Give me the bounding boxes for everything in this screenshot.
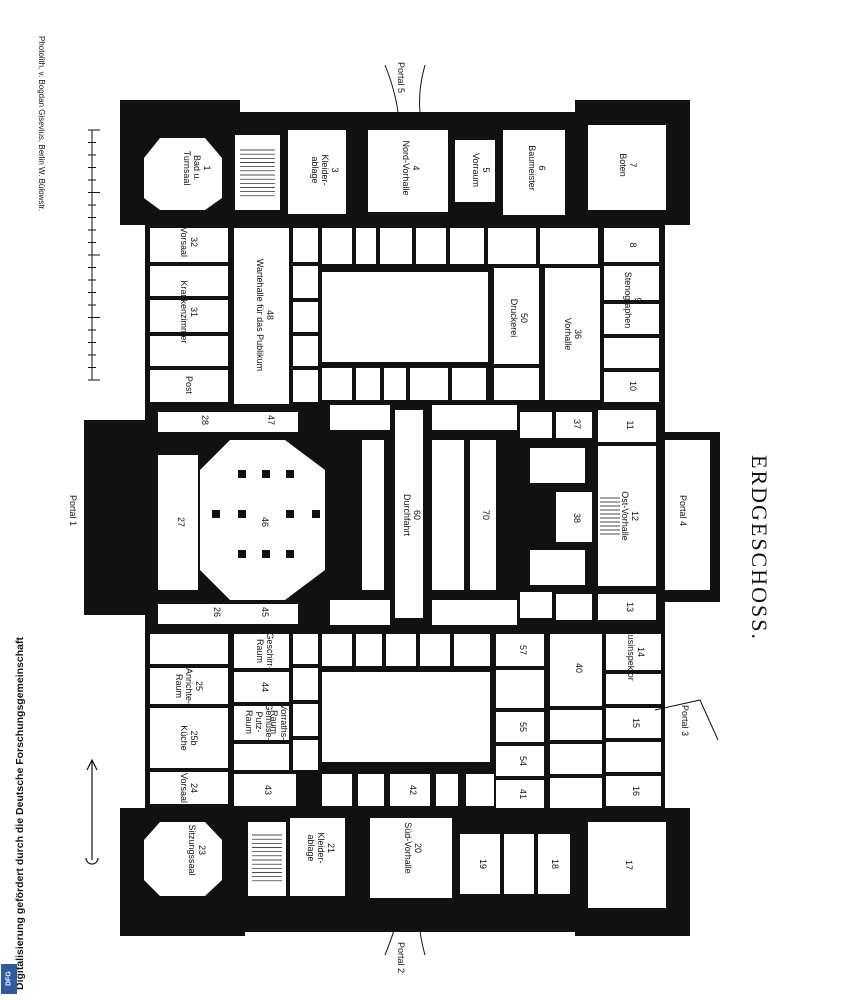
- room-19-label: 19: [478, 859, 488, 869]
- sheet-title: ERDGESCHOSS.: [747, 455, 772, 641]
- digitization-note: Digitalisierung gefördert durch die Deut…: [14, 637, 26, 990]
- room-42-label: 42: [408, 785, 418, 795]
- room-31-label: 31Krankenzimmer: [179, 280, 199, 343]
- room-26-label: 26: [212, 607, 222, 617]
- portal-2-label: Portal 2: [396, 942, 406, 973]
- vorraete-label: Vorraths-Raum: [269, 704, 289, 741]
- room-17-label: 17: [624, 860, 634, 870]
- scale-bar: [88, 129, 100, 381]
- room-47-label: 47: [266, 415, 276, 425]
- room-5-label: 5Vorraum: [471, 153, 491, 187]
- stairs: [240, 149, 620, 882]
- portal-4-label: Portal 4: [678, 495, 688, 526]
- room-9-label: 9Stenographen: [623, 272, 643, 329]
- room-36-label: 36Vorhalle: [563, 318, 583, 351]
- scale-ticks: [88, 129, 100, 381]
- room-14-label: 14Hausinspektor: [626, 623, 646, 681]
- room-38-label: 38: [572, 513, 582, 523]
- room-3-label: 3Kleider-ablage: [310, 154, 340, 185]
- portal-1-label: Portal 1: [68, 495, 78, 526]
- room-21-label: 21Kleider-ablage: [306, 832, 336, 863]
- room-15-label: 15: [631, 718, 641, 728]
- room-70-label: 70: [481, 510, 491, 520]
- room-57-label: 57: [518, 645, 528, 655]
- room-23-label: 23Sitzungssaal: [187, 824, 207, 875]
- room-55-label: 55: [518, 722, 528, 732]
- room-6-label: 6Baumeister: [527, 145, 547, 191]
- north-arrow: [85, 758, 99, 865]
- room-41-label: 41: [518, 789, 528, 799]
- room-labels: 1Bad u.Turnsaal 3Kleider-ablage 4Nord-Vo…: [174, 140, 646, 875]
- room-7-label: 7Boten: [618, 153, 638, 177]
- room-44-label: 44: [260, 682, 270, 692]
- room-25-label: 25Anrichte-Raum: [174, 668, 204, 704]
- room-18-label: 18: [550, 859, 560, 869]
- room-60-label: 60Durchfahrt: [402, 494, 422, 537]
- room-27-label: 27: [176, 517, 186, 527]
- portal-5-label: Portal 5: [396, 62, 406, 93]
- room-20-label: 20Süd-Vorhalle: [403, 822, 423, 874]
- geschirr-label: Geschirr-Raum: [255, 632, 275, 669]
- gemuese-label: Gemüse-Putz-Raum: [244, 703, 274, 740]
- room-40-label: 40: [574, 663, 584, 673]
- hall-pillars: [212, 470, 320, 558]
- room-10-label: 10: [628, 381, 638, 391]
- room-24-label: 24Vorsaal: [179, 773, 199, 803]
- room-45-label: 45: [260, 607, 270, 617]
- room-46-label: 46: [260, 517, 270, 527]
- room-12-label: 12Ost-Vorhalle: [620, 491, 640, 541]
- room-54-label: 54: [518, 756, 528, 766]
- dfg-logo: DFG: [1, 964, 17, 994]
- room-16-label: 16: [631, 786, 641, 796]
- portal-labels: Portal 5 Portal 1 Portal 4 Portal 3 Port…: [68, 62, 690, 973]
- room-interiors: [144, 125, 710, 908]
- room-4-label: 4Nord-Vorhalle: [401, 140, 421, 195]
- room-37-label: 37: [572, 419, 582, 429]
- portal-3-label: Portal 3: [680, 705, 690, 736]
- printer-note: Photolith. v. Bogdan Gisevius, Berlin W.…: [37, 36, 46, 212]
- room-8-label: 8: [628, 242, 638, 247]
- room-28-label: 28: [200, 415, 210, 425]
- room-48-label: 48Wartehalle für das Publikum: [255, 259, 275, 371]
- post-label: Post: [184, 376, 194, 395]
- room-11-label: 11: [625, 420, 635, 429]
- room-43-label: 43: [263, 785, 273, 795]
- room-50-label: 50Druckerei: [509, 299, 529, 338]
- room-13-label: 13: [625, 602, 635, 612]
- room-32-label: 32Vorsaal: [179, 227, 199, 257]
- room-25b-label: 25bKüche: [179, 725, 199, 751]
- portal-approaches: [384, 64, 719, 956]
- room-1-label: 1Bad u.Turnsaal: [182, 151, 212, 186]
